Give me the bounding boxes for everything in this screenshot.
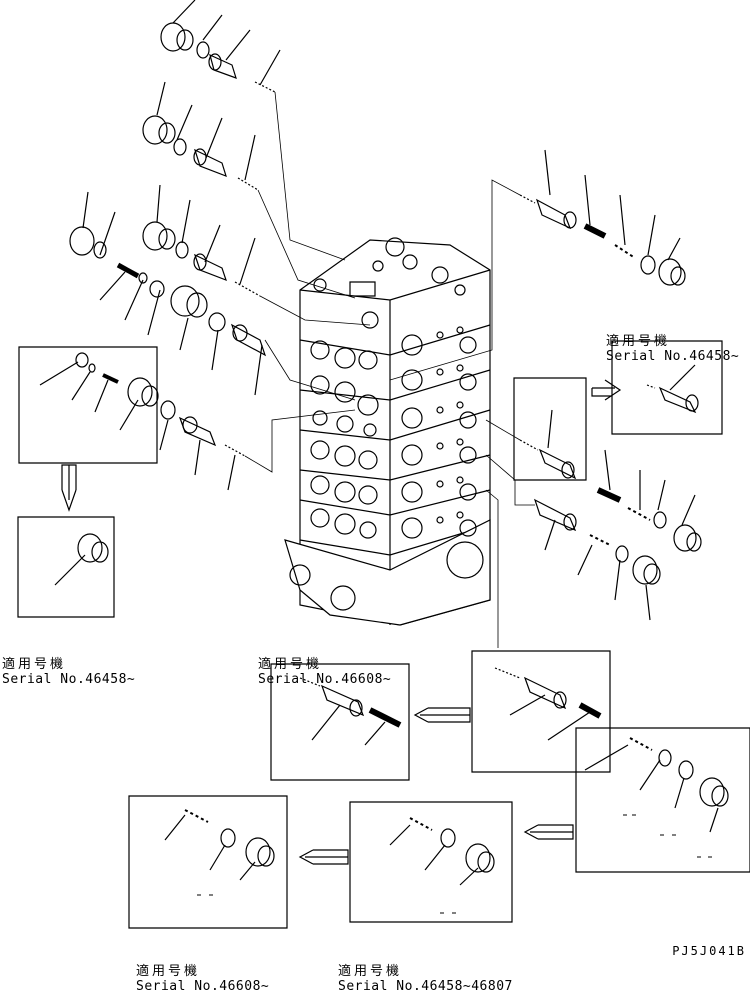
- applicable-label: 適用号機: [606, 334, 671, 349]
- left-detail-box: [18, 347, 158, 617]
- valve-body: [285, 238, 490, 625]
- drawing-code: PJ5J041B: [672, 944, 746, 958]
- right-mid-parts: [486, 378, 701, 648]
- serial-number: Serial No.46608~: [136, 979, 270, 994]
- serial-number: Serial No.46608~: [258, 672, 392, 687]
- serial-number: Serial No.46458~: [606, 349, 740, 364]
- valve-exploded-diagram: [0, 0, 750, 965]
- left-parts: [70, 0, 370, 490]
- applicable-label: 適用号機: [2, 657, 67, 672]
- applicable-label: 適用号機: [136, 964, 201, 979]
- applicable-label: 適用号機: [258, 657, 323, 672]
- applicable-label: 適用号機: [338, 964, 403, 979]
- lower-right-boxes: [129, 651, 750, 928]
- right-top-parts: [390, 150, 722, 434]
- serial-number: Serial No.46458~: [2, 672, 136, 687]
- dash-marks: [197, 815, 712, 913]
- serial-number: Serial No.46458~46807: [338, 979, 513, 994]
